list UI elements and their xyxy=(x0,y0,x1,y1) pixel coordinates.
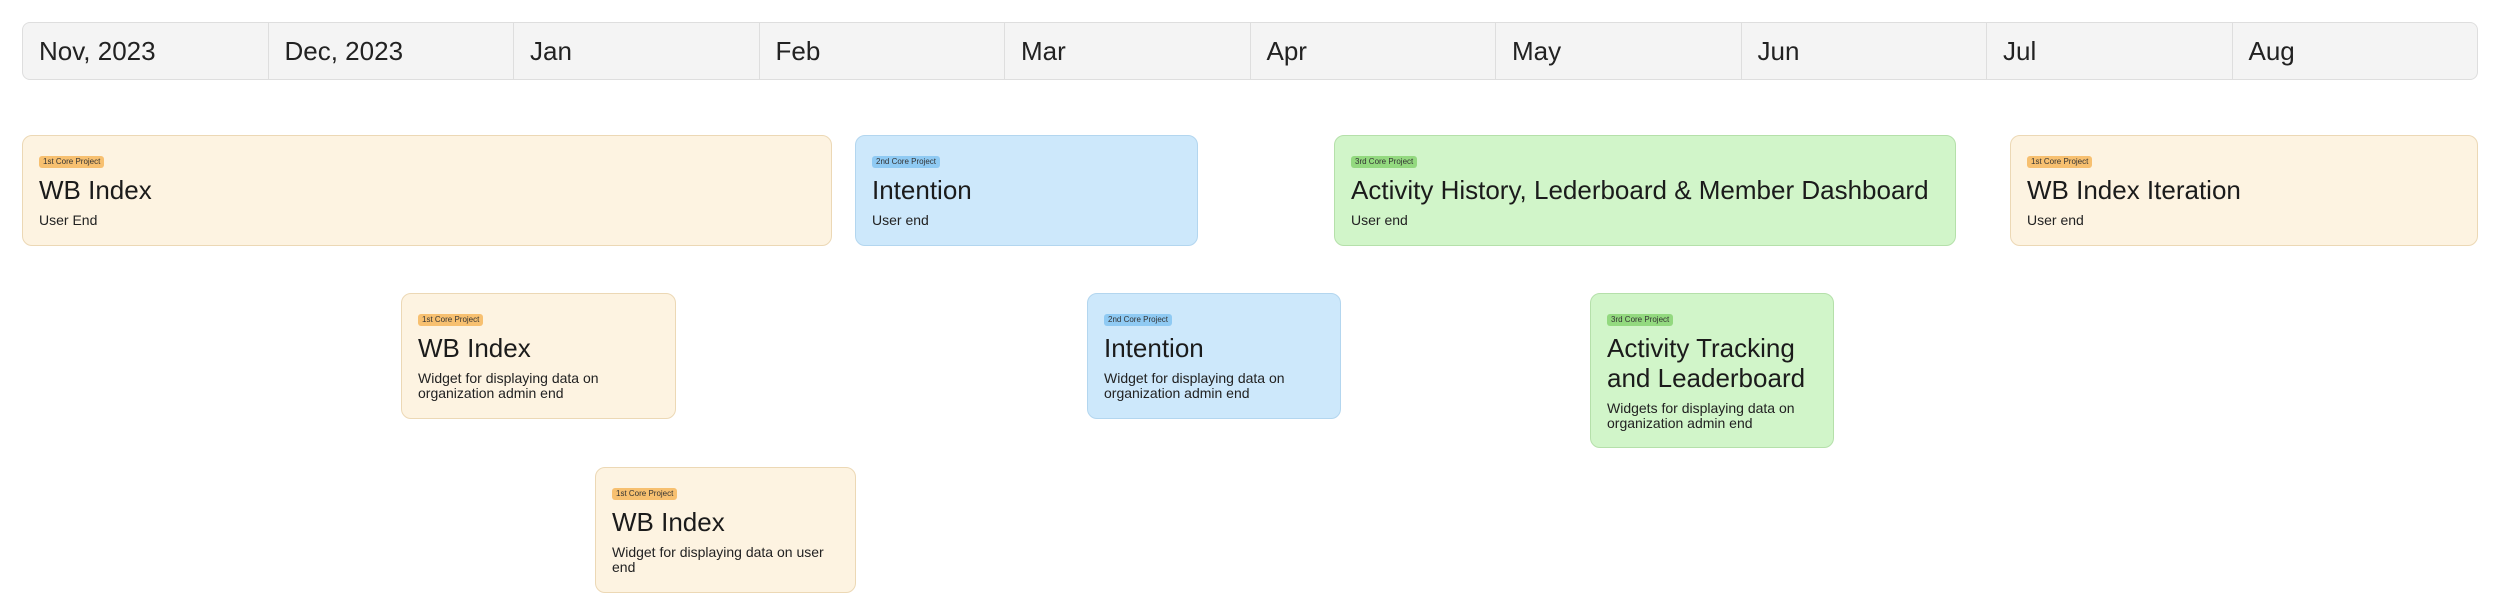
card-title: Intention xyxy=(872,175,972,205)
card-title: Activity History, Lederboard & Member Da… xyxy=(1351,175,1929,205)
core-project-badge: 1st Core Project xyxy=(612,488,678,500)
core-project-badge: 1st Core Project xyxy=(418,314,484,326)
card-title: Intention xyxy=(1104,333,1204,363)
card-description: Widget for displaying data on organizati… xyxy=(418,370,599,401)
core-project-badge: 2nd Core Project xyxy=(872,156,941,168)
card-title: Activity Tracking and Leaderboard xyxy=(1607,333,1806,393)
core-project-badge: 1st Core Project xyxy=(39,156,105,168)
month-jun: Jun xyxy=(1742,23,1987,79)
core-project-badge: 2nd Core Project xyxy=(1104,314,1173,326)
card-title: WB Index xyxy=(612,507,725,537)
roadmap-card-wb-index-iteration[interactable]: 1st Core Project WB Index Iteration User… xyxy=(2010,135,2478,246)
month-apr: Apr xyxy=(1251,23,1496,79)
core-project-badge: 1st Core Project xyxy=(2027,156,2093,168)
month-feb: Feb xyxy=(760,23,1005,79)
roadmap-card-wb-index-user-widget[interactable]: 1st Core Project WB Index Widget for dis… xyxy=(595,467,856,593)
card-title: WB Index Iteration xyxy=(2027,175,2241,205)
timeline-header: Nov, 2023 Dec, 2023 Jan Feb Mar Apr May … xyxy=(22,22,2478,80)
card-title: WB Index xyxy=(39,175,152,205)
month-nov-2023: Nov, 2023 xyxy=(23,23,269,79)
card-description: Widget for displaying data on organizati… xyxy=(1104,370,1285,401)
month-dec-2023: Dec, 2023 xyxy=(269,23,514,79)
card-description: Widget for displaying data on user end xyxy=(612,544,824,575)
month-jul: Jul xyxy=(1987,23,2233,79)
month-jan: Jan xyxy=(514,23,760,79)
core-project-badge: 3rd Core Project xyxy=(1607,314,1674,326)
roadmap-card-intention-admin[interactable]: 2nd Core Project Intention Widget for di… xyxy=(1087,293,1341,419)
card-title: WB Index xyxy=(418,333,531,363)
card-description: User end xyxy=(1351,212,1408,228)
card-description: User end xyxy=(2027,212,2084,228)
roadmap-card-activity-tracking[interactable]: 3rd Core Project Activity Tracking and L… xyxy=(1590,293,1834,448)
card-description: User End xyxy=(39,212,98,228)
core-project-badge: 3rd Core Project xyxy=(1351,156,1418,168)
card-description: Widgets for displaying data on organizat… xyxy=(1607,400,1795,431)
month-aug: Aug xyxy=(2248,35,2295,66)
month-may: May xyxy=(1496,23,1742,79)
roadmap-card-wb-index-admin[interactable]: 1st Core Project WB Index Widget for dis… xyxy=(401,293,676,419)
roadmap-card-activity-history[interactable]: 3rd Core Project Activity History, Leder… xyxy=(1334,135,1956,246)
month-mar: Mar xyxy=(1005,23,1251,79)
roadmap-card-wb-index-user[interactable]: 1st Core Project WB Index User End xyxy=(22,135,832,246)
card-description: User end xyxy=(872,212,929,228)
roadmap-card-intention-user[interactable]: 2nd Core Project Intention User end xyxy=(855,135,1198,246)
